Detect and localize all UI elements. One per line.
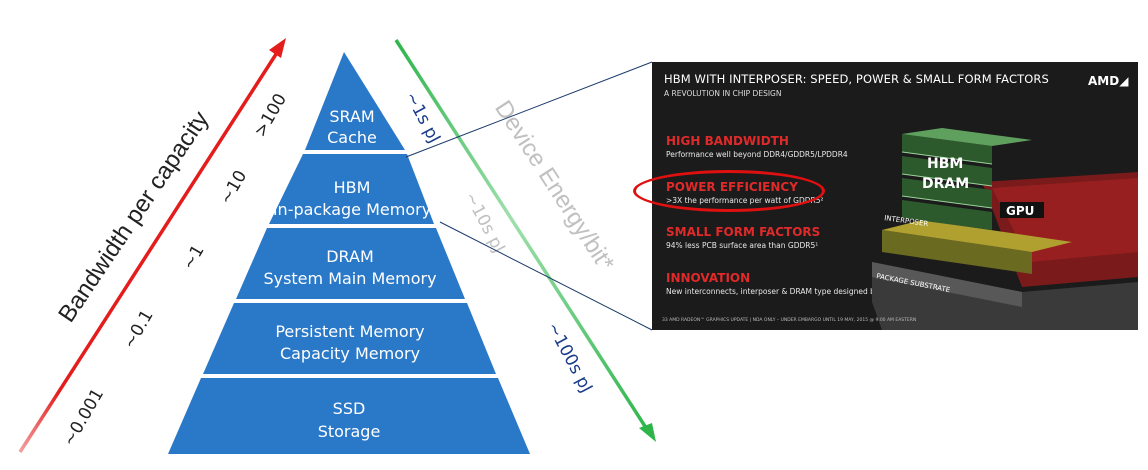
connector-bottom (439, 221, 653, 331)
gpu-label-box (1000, 202, 1044, 218)
tier-dram-line1: DRAM (326, 247, 374, 266)
feature-desc-innovation: New interconnects, interposer & DRAM typ… (666, 287, 900, 296)
tier-ssd-line2: Storage (318, 422, 381, 441)
chip-label-dram: DRAM (922, 176, 969, 192)
left-axis-arrowhead (269, 38, 286, 58)
tier-sram-shape (305, 52, 405, 150)
right-axis-arrowhead (639, 423, 656, 442)
hbm-layer-line-1 (901, 151, 993, 165)
bandwidth-hbm: ~10 (216, 167, 251, 208)
tier-persistent-line2: Capacity Memory (280, 344, 420, 363)
tier-persistent-line1: Persistent Memory (275, 322, 424, 341)
left-axis-arrow-line (18, 47, 282, 453)
connector-top (405, 61, 653, 158)
tier-hbm-line1: HBM (334, 178, 371, 197)
bandwidth-persistent: ~0.1 (120, 307, 158, 353)
hbm-stack-layer2 (902, 178, 992, 208)
chip-label-gpu: GPU (1006, 204, 1034, 218)
right-axis-arrow-line (394, 39, 652, 435)
feature-desc-form: 94% less PCB surface area than GDDR5¹ (666, 241, 819, 250)
energy-persistent: ~100s pJ (543, 319, 597, 396)
tier-dram-line2: System Main Memory (263, 269, 436, 288)
tier-dram-shape (236, 228, 465, 299)
slide-footer: 33 AMD RADEON™ GRAPHICS UPDATE | NDA ONL… (662, 318, 917, 323)
hbm-stack-top (902, 128, 1032, 146)
feature-title-bandwidth: HIGH BANDWIDTH (666, 134, 789, 148)
hbm-stack-base (902, 200, 992, 230)
bandwidth-sram: >100 (250, 90, 291, 140)
interposer-top (882, 220, 1072, 252)
feature-desc-bandwidth: Performance well beyond DDR4/GDDR5/LPDDR… (666, 150, 848, 159)
hbm-layer-line-3 (901, 195, 993, 209)
tier-sram-line1: SRAM (329, 107, 374, 126)
bandwidth-dram: ~1 (179, 242, 209, 274)
amd-arrow-icon: ◢ (1119, 74, 1129, 88)
hbm-stack-layer3 (902, 156, 992, 186)
tier-sram-line2: Cache (327, 128, 377, 147)
tier-hbm-shape (269, 154, 434, 224)
bandwidth-ssd: ~0.001 (59, 385, 108, 449)
hbm-stack-layer4 (902, 134, 992, 164)
tier-hbm-line2: In-package Memory (273, 200, 431, 219)
hbm-chip-illustration: HBM DRAM INTERPOSER PACKAGE SUBSTRATE GP… (872, 128, 1138, 330)
substrate-top (872, 262, 1022, 307)
tier-persistent-shape (203, 303, 496, 374)
amd-logo-text: AMD (1088, 74, 1120, 88)
energy-hbm: ~10s pJ (460, 189, 509, 257)
right-axis-label: Device Energy/bit* (489, 96, 619, 276)
tier-ssd-line1: SSD (333, 399, 366, 418)
feature-title-form: SMALL FORM FACTORS (666, 225, 821, 239)
power-efficiency-highlight (633, 170, 825, 212)
slide-subtitle: A REVOLUTION IN CHIP DESIGN (664, 89, 782, 98)
energy-sram: ~1s pJ (401, 89, 445, 147)
hbm-layer-line-2 (901, 173, 993, 187)
left-axis-label: Bandwidth per capacity (53, 106, 214, 327)
tier-ssd-shape (168, 378, 530, 454)
feature-title-innovation: INNOVATION (666, 271, 751, 285)
slide-title: HBM WITH INTERPOSER: SPEED, POWER & SMAL… (664, 72, 1049, 86)
amd-logo: AMD◢ (1088, 74, 1128, 88)
interposer (882, 230, 1032, 274)
chip-label-hbm: HBM (927, 156, 963, 172)
